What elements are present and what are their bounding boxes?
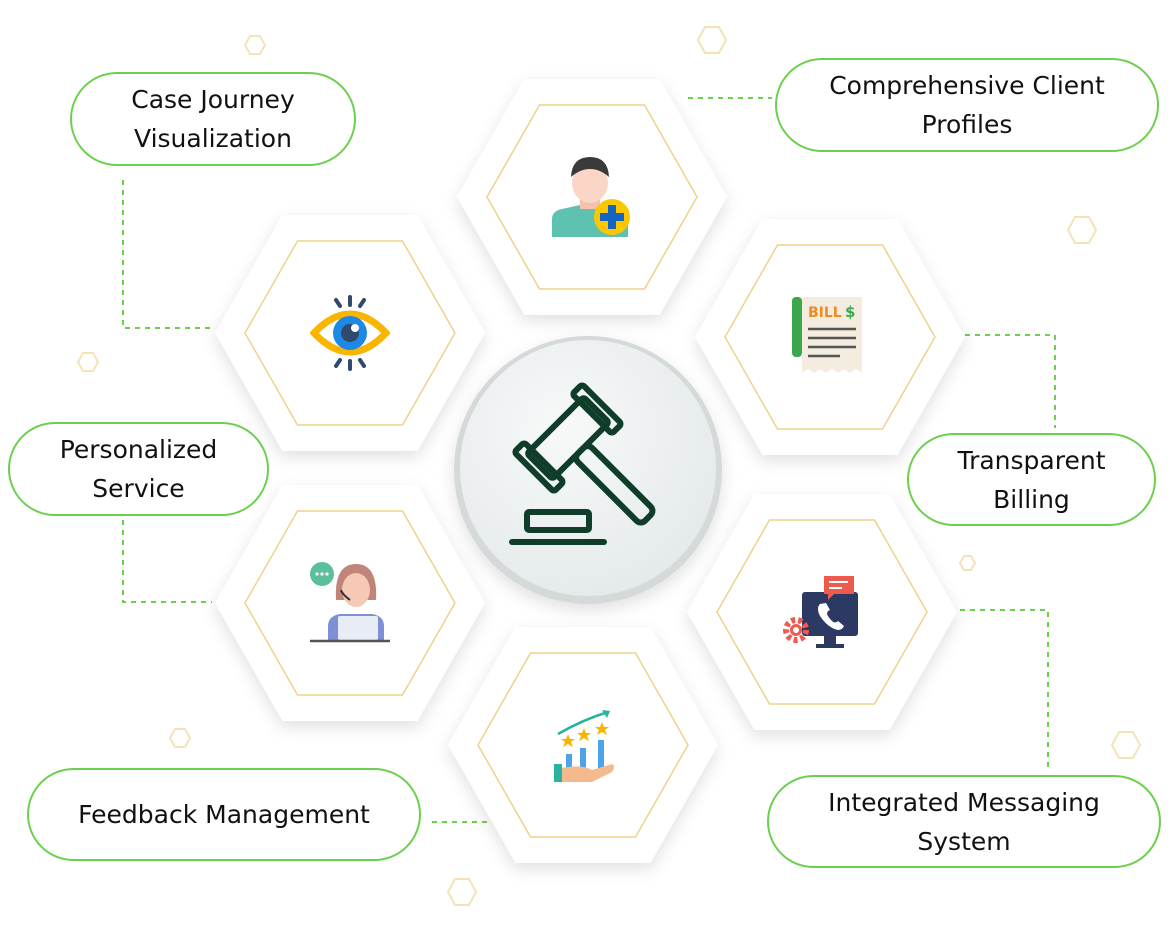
feature-label-line: Feedback Management <box>78 800 370 829</box>
connector-lines <box>122 97 1056 823</box>
feature-label-line: Comprehensive Client <box>829 71 1105 100</box>
hexagon-tile <box>448 627 718 863</box>
feature-label-line: Visualization <box>134 124 292 153</box>
eye-icon <box>310 295 390 371</box>
dollar-symbol: $ <box>845 303 855 321</box>
decor-hexagons <box>76 26 1142 906</box>
feature-label-line: System <box>917 826 1011 856</box>
feature-label-line: Personalized <box>59 435 218 464</box>
bill-icon: BILL $ <box>792 297 862 373</box>
feature-label-line: Service <box>92 474 185 503</box>
feature-label-line: Case Journey <box>131 85 295 114</box>
gavel-icon <box>509 382 656 545</box>
bill-text: BILL <box>808 305 842 321</box>
messaging-icon <box>783 576 858 648</box>
feature-label-line: Transparent <box>957 445 1106 475</box>
feature-label-line: Billing <box>993 484 1070 514</box>
user-add-icon <box>552 157 630 237</box>
feature-label-line: Profiles <box>921 110 1013 139</box>
hexagon-inner <box>477 652 689 838</box>
feature-feedback-management: Feedback Management <box>27 768 421 861</box>
support-agent-icon <box>310 562 390 643</box>
feature-label-line: Integrated Messaging <box>828 787 1100 817</box>
rating-growth-icon <box>554 710 614 782</box>
